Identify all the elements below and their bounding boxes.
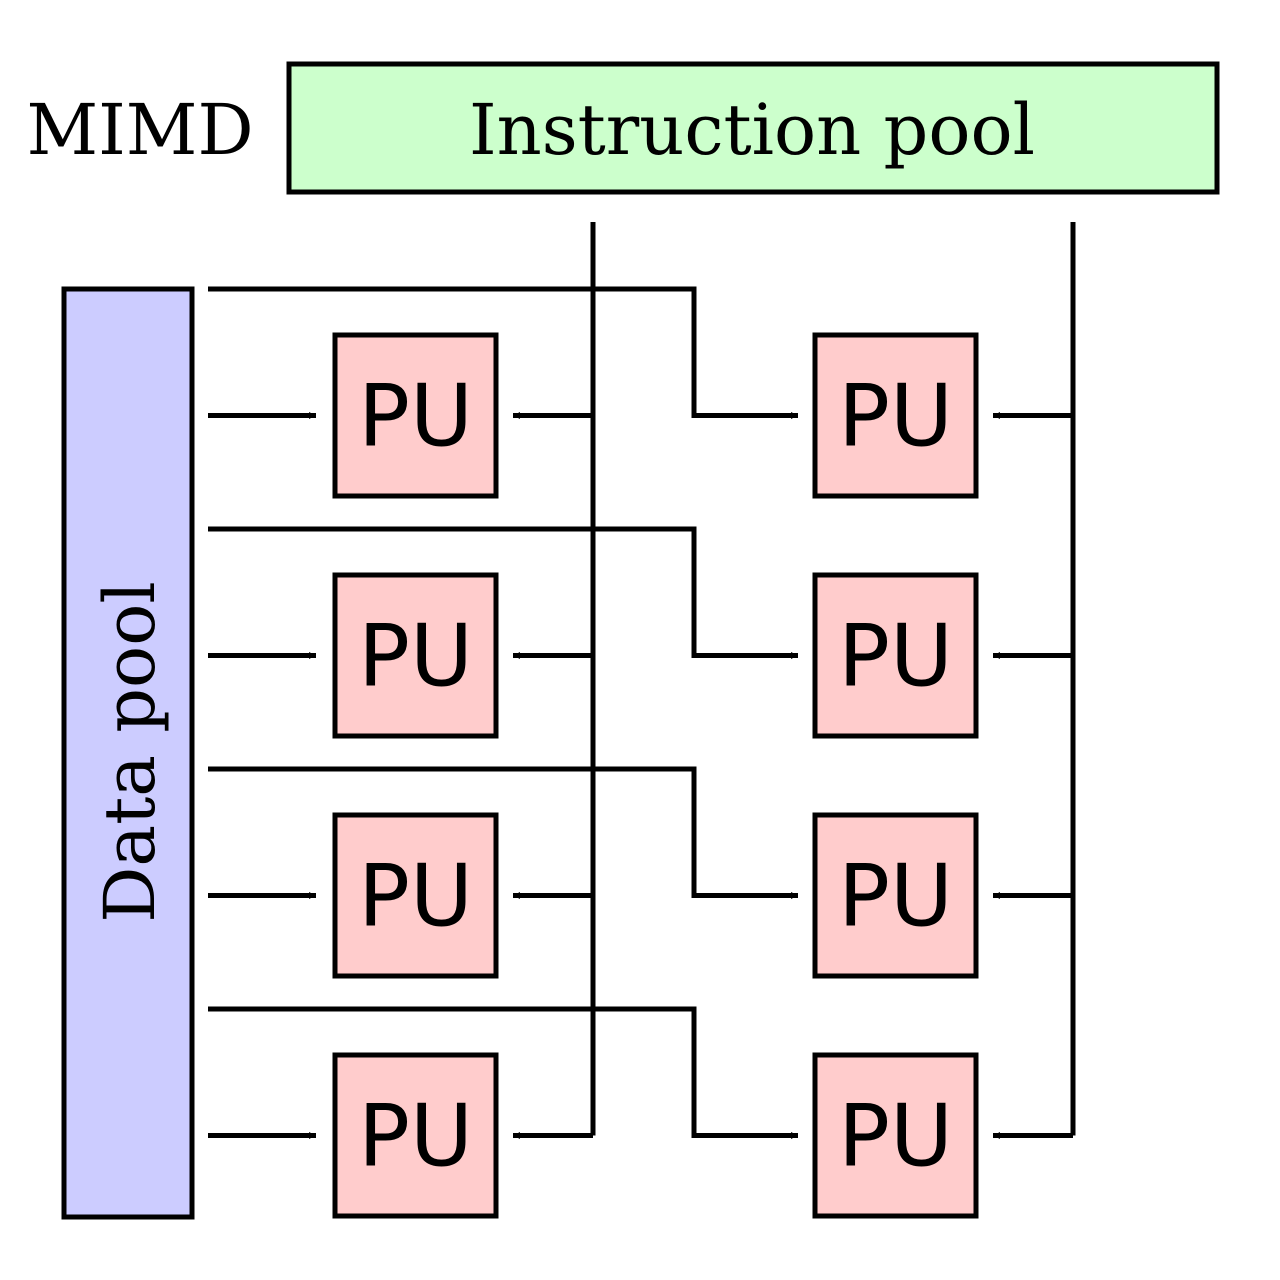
pu-box [332,1052,499,1219]
instruction-pool-label: Instruction pool [469,89,1035,171]
pu-box [332,812,499,979]
data-pool-box [61,286,195,1220]
data-arrow-r1-c2 [208,286,798,419]
pu-r4-c1: PU [332,1052,499,1219]
pu-label: PU [838,1087,953,1187]
pu-r1-c1: PU [332,332,499,499]
data-pool-label: Data pool [89,581,171,922]
pu-box [332,572,499,739]
data-pool: Data pool [61,286,195,1220]
pu-box [812,1052,979,1219]
diagram-title: MIMD [26,89,253,171]
data-arrow-r3-c2 [208,766,798,899]
data-arrow-r4-c2 [208,1006,798,1139]
data-arrow-r2-c2 [208,526,798,659]
pu-label: PU [838,607,953,707]
pu-box [812,332,979,499]
instruction-pool: Instruction pool [286,61,1220,195]
processing-units: PU PU PU PU PU PU PU PU [332,332,979,1219]
pu-label: PU [358,1087,473,1187]
pu-r3-c1: PU [332,812,499,979]
instruction-pool-box [286,61,1220,195]
pu-box [812,572,979,739]
pu-label: PU [358,847,473,947]
pu-r2-c1: PU [332,572,499,739]
pu-label: PU [838,367,953,467]
pu-label: PU [358,367,473,467]
pu-box [332,332,499,499]
pu-label: PU [838,847,953,947]
pu-r3-c2: PU [812,812,979,979]
pu-r1-c2: PU [812,332,979,499]
pu-r4-c2: PU [812,1052,979,1219]
pu-label: PU [358,607,473,707]
connection-lines [208,222,1076,1139]
pu-r2-c2: PU [812,572,979,739]
pu-box [812,812,979,979]
